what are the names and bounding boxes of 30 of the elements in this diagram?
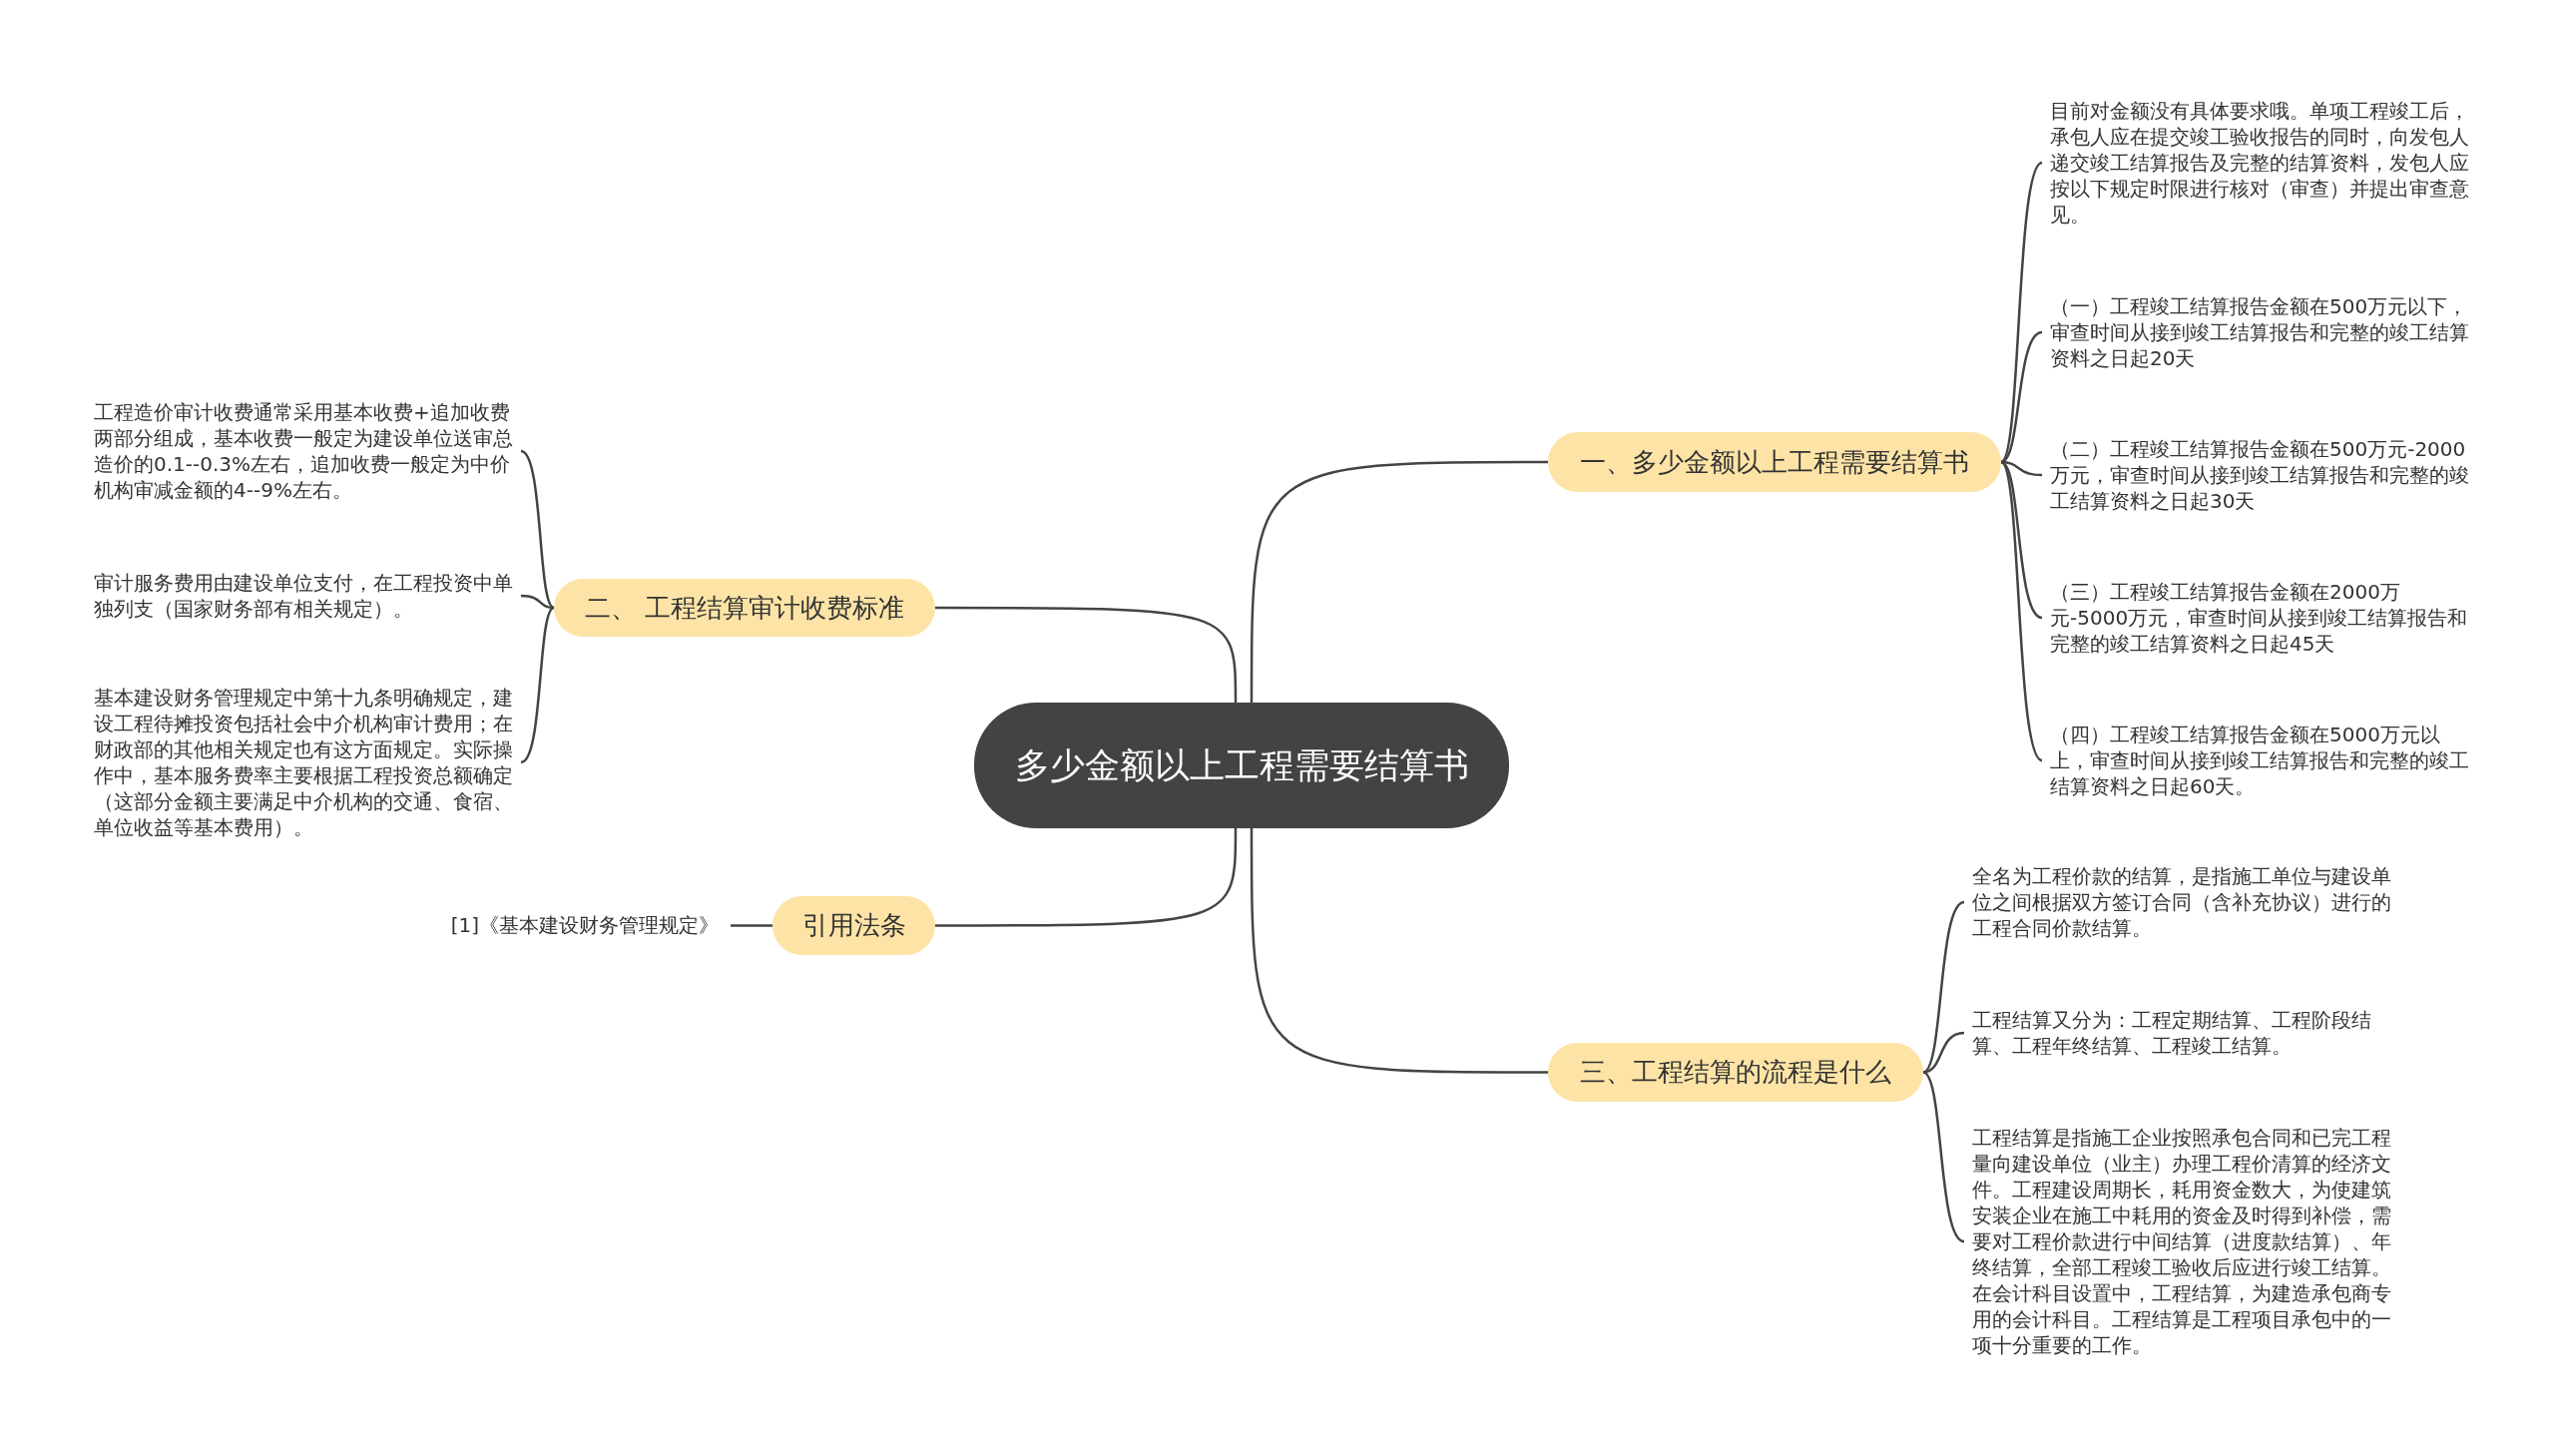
branch-pill: 引用法条 [772,896,935,955]
connector-line [731,924,772,927]
connector-line [520,449,555,609]
connector-line [520,607,555,764]
note-text: 工程造价审计收费通常采用基本收费+追加收费两部分组成，基本收费一般定为建设单位送审总造价的0.1--0.3%左右，追加收费一般定为中价机构审减金额的4--9%左右。 [94,399,513,503]
topic-box: 多少金额以上工程需要结算书 [974,703,1509,828]
note-text: 全名为工程价款的结算，是指施工单位与建设单位之间根据双方签订合同（含补充协议）进行的工程合同价款结算。 [1972,863,2391,941]
note-text: 审计服务费用由建设单位支付，在工程投资中单独列支（国家财务部有相关规定）。 [94,570,513,622]
connector-line [1250,460,1548,703]
note-text: （一）工程竣工结算报告金额在500万元以下，审查时间从接到竣工结算报告和完整的竣工结算资料之日起20天 [2050,293,2469,371]
connector-line [520,594,555,610]
branch-pill: 一、多少金额以上工程需要结算书 [1548,432,2001,492]
note-text: 基本建设财务管理规定中第十九条明确规定，建设工程待摊投资包括社会中介机构审计费用；在财政部的其他相关规定也有这方面规定。实际操作中，基本服务费率主要根据工程投资总额确定（这部分金额主要满足中介机构的交通、食宿、单位收益等基本费用）。 [94,685,513,840]
connector-line [935,828,1238,927]
connector-line [1922,1071,1965,1243]
connector-line [1922,900,1965,1074]
note-text: 工程结算是指施工企业按照承包合同和已完工程量向建设单位（业主）办理工程价清算的经济文件。工程建设周期长，耗用资金数大，为使建筑安装企业在施工中耗用的资金及时得到补偿，需要对工程价款进行中间结算（进度款结算）、年终结算，全部工程竣工验收后应进行竣工结算。在会计科目设置中，工程结算，为建造承包商专用的会计科目。工程结算是工程项目承包中的一项十分重要的工作。 [1972,1125,2391,1358]
branch-pill: 三、工程结算的流程是什么 [1548,1043,1923,1102]
note-text: （二）工程竣工结算报告金额在500万元-2000万元，审查时间从接到竣工结算报告和完整的竣工结算资料之日起30天 [2050,436,2469,514]
connector-line [935,606,1238,703]
connector-line [1250,828,1548,1074]
note-text: 工程结算又分为：工程定期结算、工程阶段结算、工程年终结算、工程竣工结算。 [1972,1007,2391,1059]
note-text: （四）工程竣工结算报告金额在5000万元以上，审查时间从接到竣工结算报告和完整的竣工结算资料之日起60天。 [2050,722,2469,799]
connector-line [1922,1031,1965,1074]
note-text: （三）工程竣工结算报告金额在2000万元-5000万元，审查时间从接到竣工结算报告和完整的竣工结算资料之日起45天 [2050,579,2469,657]
connector-line [2000,162,2043,463]
branch-pill: 二、 工程结算审计收费标准 [554,579,935,637]
citation-text: [1]《基本建设财务管理规定》 [439,912,719,938]
connector-line [2000,461,2043,761]
note-text: 目前对金额没有具体要求哦。单项工程竣工后，承包人应在提交竣工验收报告的同时，向发包人递交竣工结算报告及完整的结算资料，发包人应按以下规定时限进行核对（审查）并提出审查意见。 [2050,98,2469,228]
